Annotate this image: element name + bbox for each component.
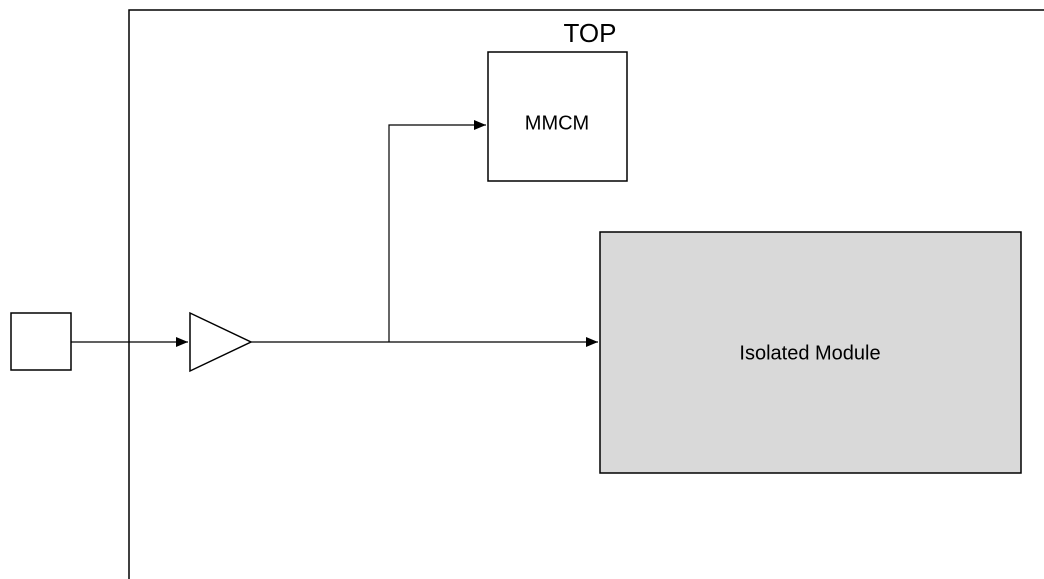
input-port: [11, 313, 71, 370]
isolated-module-label: Isolated Module: [739, 342, 880, 364]
mmcm-label: MMCM: [525, 112, 589, 134]
mmcm-branch-wire: [389, 125, 486, 342]
buffer-symbol: [190, 313, 251, 371]
top-module-label: TOP: [564, 18, 617, 48]
